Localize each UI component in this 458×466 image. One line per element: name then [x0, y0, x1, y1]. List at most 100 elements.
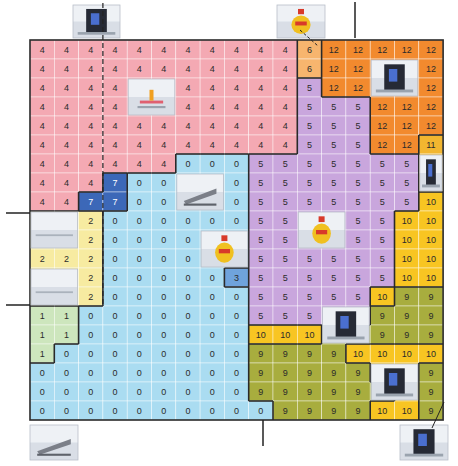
region-border — [54, 210, 78, 212]
cell-number: 0 — [80, 367, 102, 379]
map-cell — [224, 325, 248, 344]
map-cell — [127, 306, 151, 325]
cell-number: 2 — [80, 253, 102, 265]
cell-number: 10 — [274, 329, 296, 341]
map-cell — [200, 154, 224, 173]
map-cell — [200, 78, 224, 97]
cell-number: 9 — [298, 367, 320, 379]
cell-number: 4 — [31, 139, 53, 151]
cell-number: 12 — [396, 120, 418, 132]
photo-bottle — [201, 231, 248, 267]
map-cell — [273, 97, 297, 116]
cell-number: 9 — [323, 348, 345, 360]
map-cell — [176, 211, 200, 230]
map-cell — [200, 268, 224, 287]
cell-number: 0 — [104, 291, 126, 303]
map-cell — [297, 287, 321, 306]
region-border — [418, 154, 420, 173]
cell-number: 9 — [347, 405, 369, 417]
cell-number: 5 — [298, 291, 320, 303]
map-cell — [176, 401, 200, 420]
cell-number: 0 — [250, 405, 272, 417]
region-border — [394, 268, 396, 287]
cell-number: 4 — [250, 139, 272, 151]
map-cell — [395, 154, 419, 173]
cell-number: 0 — [225, 386, 247, 398]
cell-number: 4 — [104, 101, 126, 113]
map-cell — [249, 230, 273, 249]
map-cell — [395, 230, 419, 249]
cell-number: 1 — [55, 329, 77, 341]
cell-number: 5 — [347, 101, 369, 113]
cell-number: 5 — [250, 272, 272, 284]
bottle-body — [312, 224, 331, 244]
region-border — [369, 287, 371, 306]
cell-number: 0 — [177, 329, 199, 341]
cell-number: 5 — [274, 196, 296, 208]
cell-number: 9 — [371, 329, 393, 341]
photo-frame — [371, 364, 418, 400]
cell-number: 0 — [177, 310, 199, 322]
region-border — [224, 268, 226, 287]
cell-number: 12 — [420, 44, 442, 56]
map-cell — [322, 344, 346, 363]
object-accent — [91, 13, 99, 25]
cell-number: 4 — [128, 139, 150, 151]
cell-number: 4 — [201, 120, 223, 132]
map-cell — [30, 382, 54, 401]
region-border — [248, 249, 250, 268]
map-cell — [297, 325, 321, 344]
photo-ground — [177, 174, 224, 210]
cell-number: 0 — [104, 386, 126, 398]
map-cell — [249, 287, 273, 306]
region-border — [296, 40, 298, 59]
map-cell — [297, 78, 321, 97]
cell-number: 5 — [274, 215, 296, 227]
region-border — [30, 362, 54, 364]
shelf-edge — [36, 291, 73, 293]
object-base — [376, 90, 413, 93]
map-cell — [395, 344, 419, 363]
map-cell — [103, 40, 127, 59]
region-border — [297, 343, 321, 345]
map-cell — [200, 363, 224, 382]
cell-number: 0 — [80, 310, 102, 322]
cell-number: 0 — [225, 215, 247, 227]
cell-number: 5 — [250, 253, 272, 265]
region-border — [249, 343, 273, 345]
dark-object — [384, 64, 405, 90]
map-cell — [419, 230, 443, 249]
cell-number: 0 — [225, 177, 247, 189]
cell-number: 4 — [225, 44, 247, 56]
photo-dark — [400, 425, 448, 460]
map-cell — [273, 135, 297, 154]
cell-number: 10 — [371, 405, 393, 417]
cell-number: 4 — [153, 63, 175, 75]
map-cell — [30, 59, 54, 78]
map-cell — [176, 97, 200, 116]
map-cell — [103, 401, 127, 420]
map-cell — [30, 306, 54, 325]
cell-number: 0 — [80, 348, 102, 360]
map-cell — [395, 173, 419, 192]
cell-number: 4 — [274, 44, 296, 56]
photo-ground — [298, 212, 345, 248]
cell-number: 10 — [347, 348, 369, 360]
cell-number: 5 — [250, 310, 272, 322]
map-cell — [346, 116, 370, 135]
region-border — [249, 324, 273, 326]
cell-number: 4 — [55, 196, 77, 208]
region-border — [394, 230, 396, 249]
map-cell — [224, 344, 248, 363]
cell-number: 10 — [396, 253, 418, 265]
cell-number: 0 — [153, 234, 175, 246]
map-cell — [273, 249, 297, 268]
map-cell — [249, 116, 273, 135]
cell-number: 9 — [274, 386, 296, 398]
cell-number: 9 — [420, 329, 442, 341]
map-cell — [249, 59, 273, 78]
map-cell — [30, 192, 54, 211]
photo-stand — [128, 79, 175, 115]
map-cell — [224, 97, 248, 116]
map-cell — [419, 211, 443, 230]
